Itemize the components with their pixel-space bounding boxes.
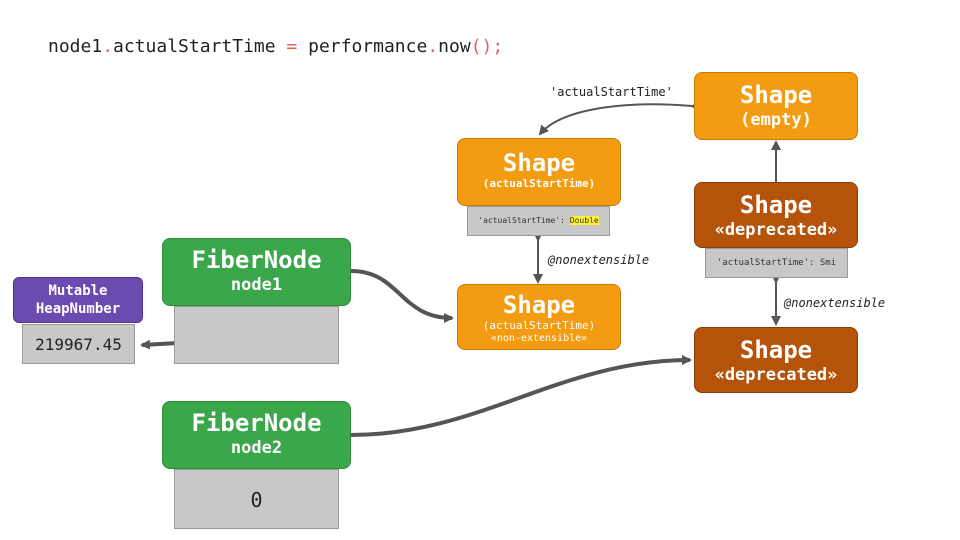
nonextensible-label-right: @nonextensible — [784, 296, 886, 310]
transition-label: 'actualStartTime' — [550, 85, 673, 99]
fibernode-node1-title: FiberNode — [191, 246, 322, 274]
fibernode-node1: FiberNode node1 — [162, 238, 351, 306]
fibernode-node1-name: node1 — [230, 275, 283, 295]
shape-actualstarttime: Shape (actualStartTime) — [457, 138, 621, 206]
fibernode-node2-body: 0 — [174, 469, 339, 529]
fibernode-node2: FiberNode node2 — [162, 401, 351, 469]
shape-nonextensible: Shape (actualStartTime) «non-extensible» — [457, 284, 621, 350]
shape-empty-sub: (empty) — [740, 110, 812, 130]
shape-deprecated-bottom: Shape «deprecated» — [694, 327, 858, 393]
shape-nonextensible-sub: (actualStartTime) — [482, 319, 596, 332]
heapnumber-header-line1: Mutable — [48, 283, 108, 299]
shape-empty-title: Shape — [739, 81, 813, 109]
arrow-transition — [538, 101, 701, 136]
shape-deprecated-top: Shape «deprecated» — [694, 182, 858, 248]
shape-deprecated-top-sub: «deprecated» — [714, 220, 838, 240]
nonextensible-label-left: @nonextensible — [548, 253, 650, 267]
shape-actualstarttime-title: Shape — [502, 149, 576, 177]
shape-nonextensible-tag: «non-extensible» — [490, 333, 588, 344]
heapnumber-value: 219967.45 — [22, 324, 135, 364]
shape-nonextensible-title: Shape — [502, 291, 576, 319]
arrow-node1-to-shape — [350, 269, 454, 323]
shape-empty: Shape (empty) — [694, 72, 858, 140]
heapnumber-header: Mutable HeapNumber — [13, 277, 143, 323]
heapnumber-header-line2: HeapNumber — [35, 301, 121, 317]
double-highlight: Double — [569, 216, 599, 225]
shape-deprecated-top-prop: 'actualStartTime': Smi — [705, 248, 848, 278]
shape-deprecated-bottom-sub: «deprecated» — [714, 365, 838, 385]
fibernode-node1-body — [174, 306, 339, 364]
shape-deprecated-bottom-title: Shape — [739, 336, 813, 364]
shape-actualstarttime-prop: 'actualStartTime': Double — [467, 206, 610, 236]
shape-actualstarttime-sub: (actualStartTime) — [482, 177, 596, 190]
arrow-node2-to-deprecated — [350, 355, 692, 437]
fibernode-node2-name: node2 — [230, 438, 283, 458]
shape-deprecated-top-title: Shape — [739, 191, 813, 219]
fibernode-node2-title: FiberNode — [191, 409, 322, 437]
code-line: node1.actualStartTime = performance.now(… — [48, 36, 504, 57]
